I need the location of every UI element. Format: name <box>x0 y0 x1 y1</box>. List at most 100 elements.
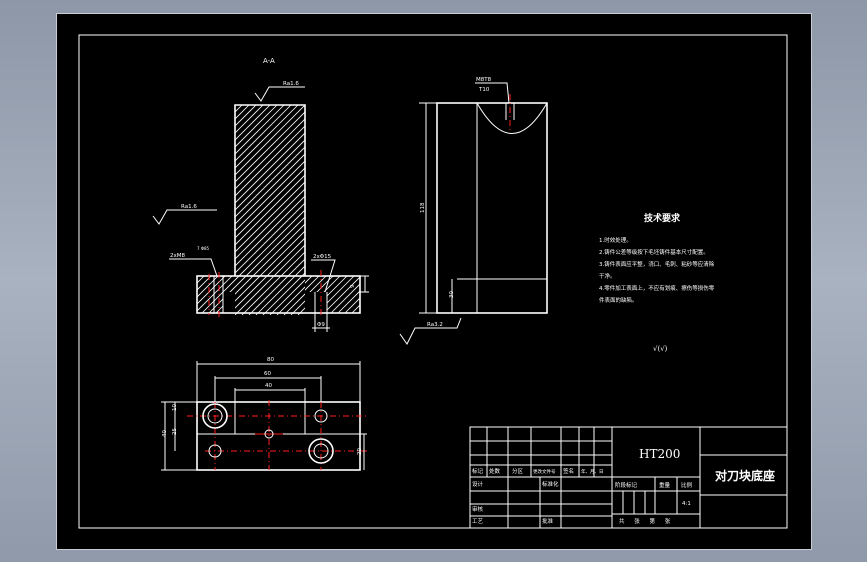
hole-note-left: 2xM8 <box>170 253 185 259</box>
hole-note-left-small: 7 Φ85 <box>197 246 210 251</box>
roughness-symbol <box>152 209 217 225</box>
side-view: M8T8 T10 118 30 Ra3.2 <box>399 77 548 345</box>
hatch-upright <box>235 105 305 315</box>
hatch-line <box>235 230 305 302</box>
dim-side-10: 10 <box>172 404 178 411</box>
hatch-line <box>235 181 305 253</box>
hatch-line <box>235 125 305 197</box>
thread-depth: T10 <box>478 87 490 93</box>
dim-side-25: 25 <box>172 428 178 435</box>
tb-standardize: 标准化 <box>542 480 559 488</box>
center-hole <box>264 429 274 439</box>
section-label: A-A <box>263 57 275 65</box>
hatch-line <box>235 105 305 176</box>
sheet-count: 共 张 第 张 <box>619 517 674 525</box>
hatch-line <box>305 276 320 313</box>
tb-label: 标记 <box>472 467 484 475</box>
dim-side-20: 20 <box>357 448 363 455</box>
tech-req-item: 2.铸件公差等级按下毛坯铸件基本尺寸配置。 <box>599 248 709 256</box>
tech-req-item: 3.铸件表面应平整，浇口、毛刺、粘砂等应清除 <box>599 260 715 268</box>
hatch-line <box>305 276 313 313</box>
material: HT200 <box>639 447 680 461</box>
hatch-line <box>305 276 306 313</box>
other-roughness: √(√) <box>653 345 668 353</box>
dim-width-60: 60 <box>264 371 271 377</box>
hatch-line <box>235 105 299 169</box>
roughness-symbol <box>399 317 462 345</box>
dim-width-40: 40 <box>265 383 272 389</box>
scale-value: 4:1 <box>682 501 691 507</box>
tech-req-item: 1.时效处理。 <box>599 236 632 244</box>
hatch-line <box>235 105 285 155</box>
dim-step: 30 <box>449 291 455 298</box>
hatch-line <box>197 276 198 313</box>
hole <box>314 409 328 423</box>
hatch-line <box>197 276 205 313</box>
hatch-line <box>323 276 360 313</box>
hatch-line <box>248 258 305 315</box>
hatch-line <box>344 276 360 313</box>
hatch-line <box>305 276 341 313</box>
hatch-line <box>235 118 305 190</box>
hatch-line <box>235 223 305 295</box>
tech-req-title: 技术要求 <box>644 212 681 224</box>
hatch-line <box>235 105 264 134</box>
tech-requirements: 技术要求 1.时效处理。 2.铸件公差等级按下毛坯铸件基本尺寸配置。 3.铸件表… <box>599 212 715 353</box>
hatch-base-right <box>305 276 360 313</box>
dim-base-height: 9 <box>350 284 356 288</box>
hatch-line <box>330 276 360 313</box>
hatch-line <box>235 105 292 162</box>
hatch-line <box>197 276 219 313</box>
tech-req-item: 件表面的缺陷。 <box>599 296 638 304</box>
tb-label: 更改文件号 <box>533 468 556 475</box>
arc-cutout <box>476 102 548 134</box>
hatch-line <box>197 276 212 313</box>
roughness-right: Ra3.2 <box>427 322 443 328</box>
hatch-line <box>235 105 278 148</box>
hole <box>208 444 222 458</box>
hatch-line <box>351 276 360 313</box>
counterbore-inner <box>313 443 329 459</box>
plan-outline <box>196 401 361 471</box>
counterbore-outer <box>308 438 334 464</box>
scale-label: 比例 <box>681 481 693 489</box>
hatch-line <box>235 111 305 183</box>
thread-note: M8T8 <box>476 77 492 83</box>
tb-process: 工艺 <box>472 518 484 525</box>
hatch-line <box>235 202 305 274</box>
dim-side-40: 40 <box>162 430 168 437</box>
dim-width-80: 80 <box>267 357 274 363</box>
hatch-line <box>262 272 305 315</box>
counterbore-outer <box>202 403 228 429</box>
tb-label: 年、月、日 <box>581 468 604 475</box>
hatch-line <box>241 251 305 315</box>
leader-line <box>475 82 510 104</box>
counterbore-inner <box>207 408 223 424</box>
tb-review: 审核 <box>472 505 484 513</box>
base-outline <box>196 275 361 314</box>
side-outline <box>436 102 548 314</box>
weight-label: 重量 <box>659 481 671 489</box>
hatch-line <box>235 153 305 225</box>
hatch-line <box>235 244 305 315</box>
hatch-line <box>235 188 305 260</box>
hatch-line <box>337 276 360 313</box>
hatch-line <box>235 167 305 239</box>
hatch-line <box>235 132 305 204</box>
leader-line <box>311 259 336 293</box>
tech-req-item: 4.零件加工表面上，不应有划痕、擦伤等损伤零 <box>599 284 715 292</box>
tb-approve: 批准 <box>542 517 554 525</box>
roughness-top: Ra1.6 <box>283 81 299 87</box>
tb-label: 签名 <box>563 467 574 475</box>
leader-line <box>169 258 218 277</box>
tb-design: 设计 <box>472 480 484 488</box>
drawing-sheet: A-A Ra1.6 <box>56 13 812 550</box>
title-block: 标记 处数 分区 更改文件号 签名 年、月、日 设计 标准化 审核 工艺 批准 … <box>469 426 788 529</box>
tech-req-item: 干净。 <box>599 272 616 280</box>
hatch-line <box>276 286 305 315</box>
stage-mark: 阶段标记 <box>615 481 638 489</box>
cad-drawing: A-A Ra1.6 <box>78 34 788 529</box>
hatch-line <box>235 216 305 288</box>
dim-height: 118 <box>420 202 426 213</box>
tb-label: 处数 <box>489 467 501 475</box>
